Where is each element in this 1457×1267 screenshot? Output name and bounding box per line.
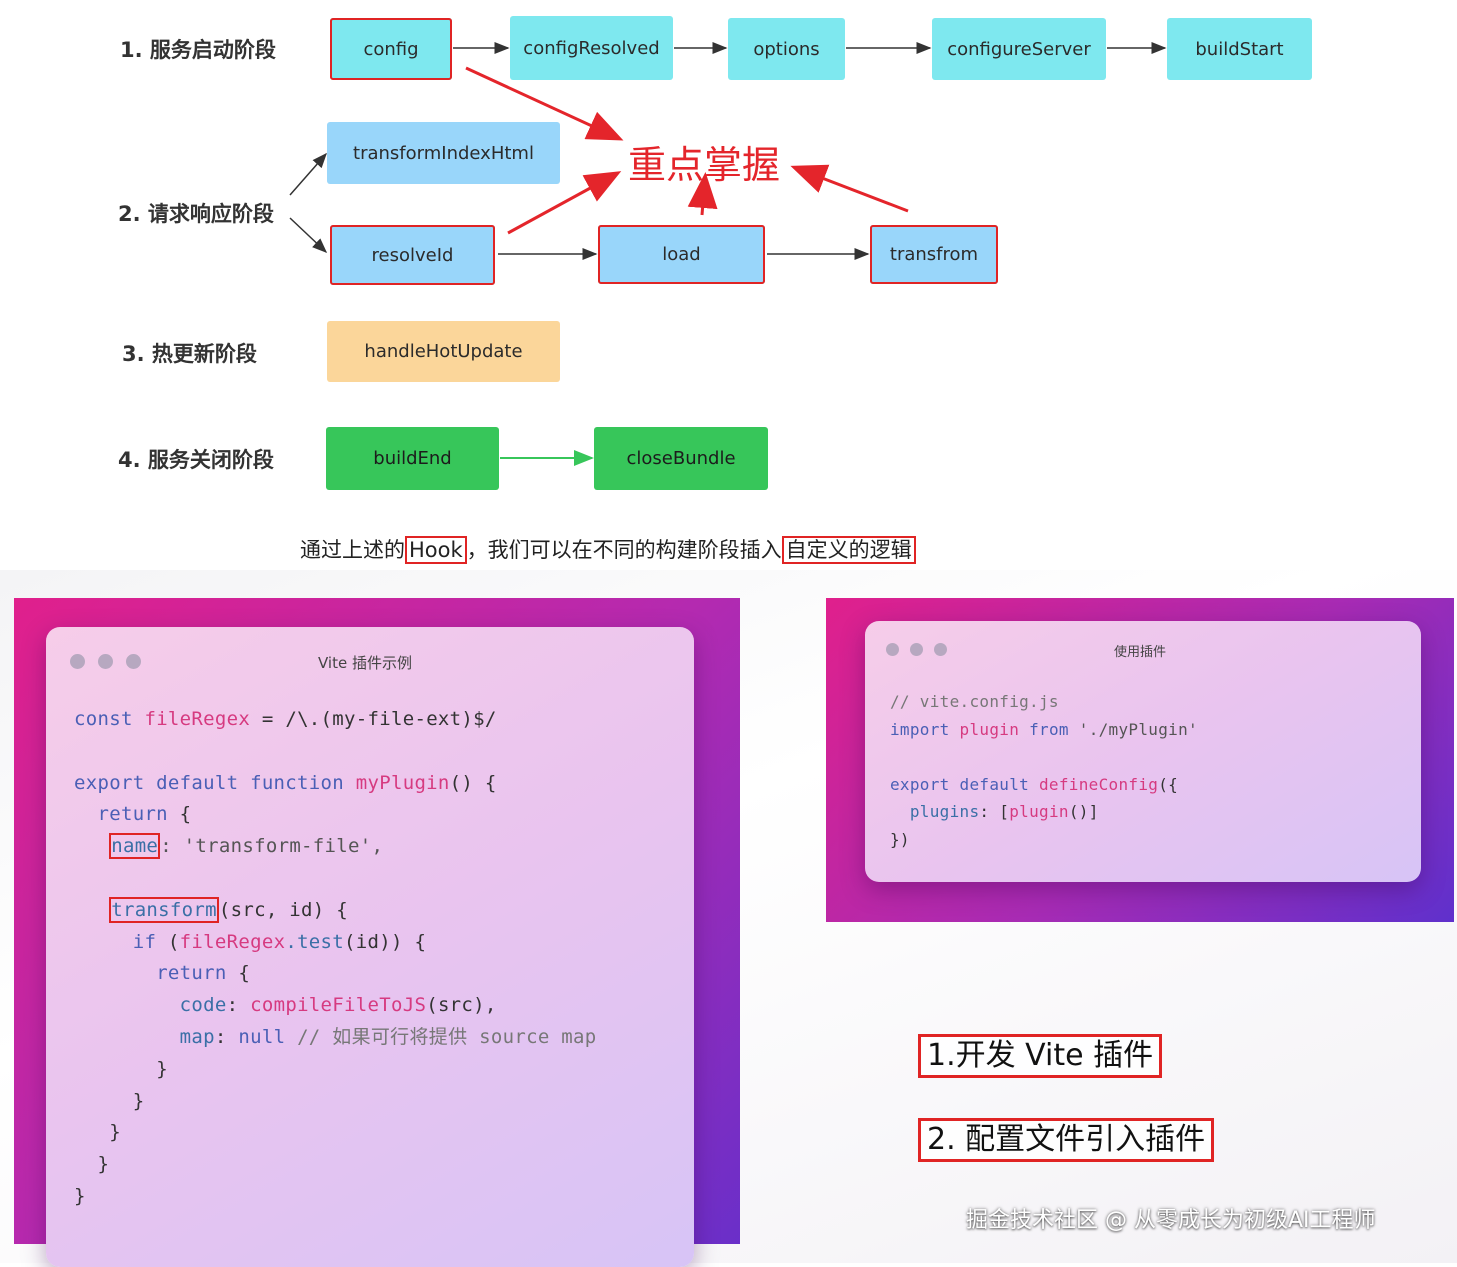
- focus-arrow-from-load: [687, 172, 718, 216]
- arrow-stage2-transformindexhtml: [289, 152, 327, 196]
- hook-node-closebundle: closeBundle: [594, 427, 768, 490]
- stage-label-startup: 1. 服务启动阶段: [120, 38, 276, 62]
- window-dot-maximize-2: [934, 643, 947, 656]
- focus-label: 重点掌握: [628, 143, 781, 187]
- watermark: 掘金技术社区 @ 从零成长为初级AI工程师: [966, 1208, 1376, 1233]
- step-configure-plugin: 2. 配置文件引入插件: [918, 1118, 1215, 1162]
- code-name-highlight: name: [109, 833, 161, 860]
- code-transform-highlight: transform: [109, 896, 219, 923]
- hook-node-transform: transfrom: [870, 225, 998, 284]
- hook-node-config: config: [330, 18, 452, 80]
- caption-pre: 通过上述的: [300, 538, 405, 562]
- code-window-title: Vite 插件示例: [318, 654, 412, 672]
- window-dot-maximize: [126, 654, 141, 669]
- hook-node-configresolved: configResolved: [510, 16, 673, 80]
- arrow-stage2-resolveid: [289, 217, 328, 254]
- hook-node-buildend: buildEnd: [326, 427, 499, 490]
- code-window-use-plugin: [865, 621, 1421, 882]
- caption-mid: ，我们可以在不同的构建阶段插入: [466, 538, 782, 562]
- stage-label-request: 2. 请求响应阶段: [118, 202, 274, 226]
- diagram-arrows: [289, 42, 1167, 466]
- hook-node-resolveid: resolveId: [330, 225, 495, 285]
- window-dot-close-2: [886, 643, 899, 656]
- window-dot-minimize-2: [910, 643, 923, 656]
- hook-node-options: options: [728, 18, 845, 80]
- hook-node-transformindexhtml: transformIndexHtml: [327, 122, 560, 184]
- window-dot-minimize: [98, 654, 113, 669]
- hook-node-load: load: [598, 225, 765, 284]
- stage-label-hot-update: 3. 热更新阶段: [122, 342, 257, 366]
- hook-node-handlehotupdate: handleHotUpdate: [327, 321, 560, 382]
- config-code-block: // vite.config.js import plugin from './…: [890, 692, 1198, 849]
- hook-node-configureserver: configureServer: [932, 18, 1106, 80]
- code-window-title-2: 使用插件: [1114, 645, 1167, 660]
- hook-node-buildstart: buildStart: [1167, 18, 1312, 80]
- focus-arrow-from-config: [465, 66, 624, 141]
- code-window-plugin-example: [46, 627, 694, 1267]
- caption-hook-highlight: Hook: [405, 536, 467, 564]
- focus-arrow-from-resolveid: [507, 171, 622, 235]
- hook-flow-diagram: 1. 服务启动阶段 2. 请求响应阶段 3. 热更新阶段 4. 服务关闭阶段 c…: [0, 0, 1360, 570]
- caption-custom-logic-highlight: 自定义的逻辑: [781, 536, 916, 564]
- plugin-code-block: const fileRegex = /\.(my-file-ext)$/ exp…: [74, 708, 597, 1207]
- step-develop-plugin: 1.开发 Vite 插件: [918, 1034, 1163, 1078]
- stage-label-shutdown: 4. 服务关闭阶段: [118, 448, 274, 472]
- window-dot-close: [70, 654, 85, 669]
- focus-arrow-from-transform: [790, 164, 909, 213]
